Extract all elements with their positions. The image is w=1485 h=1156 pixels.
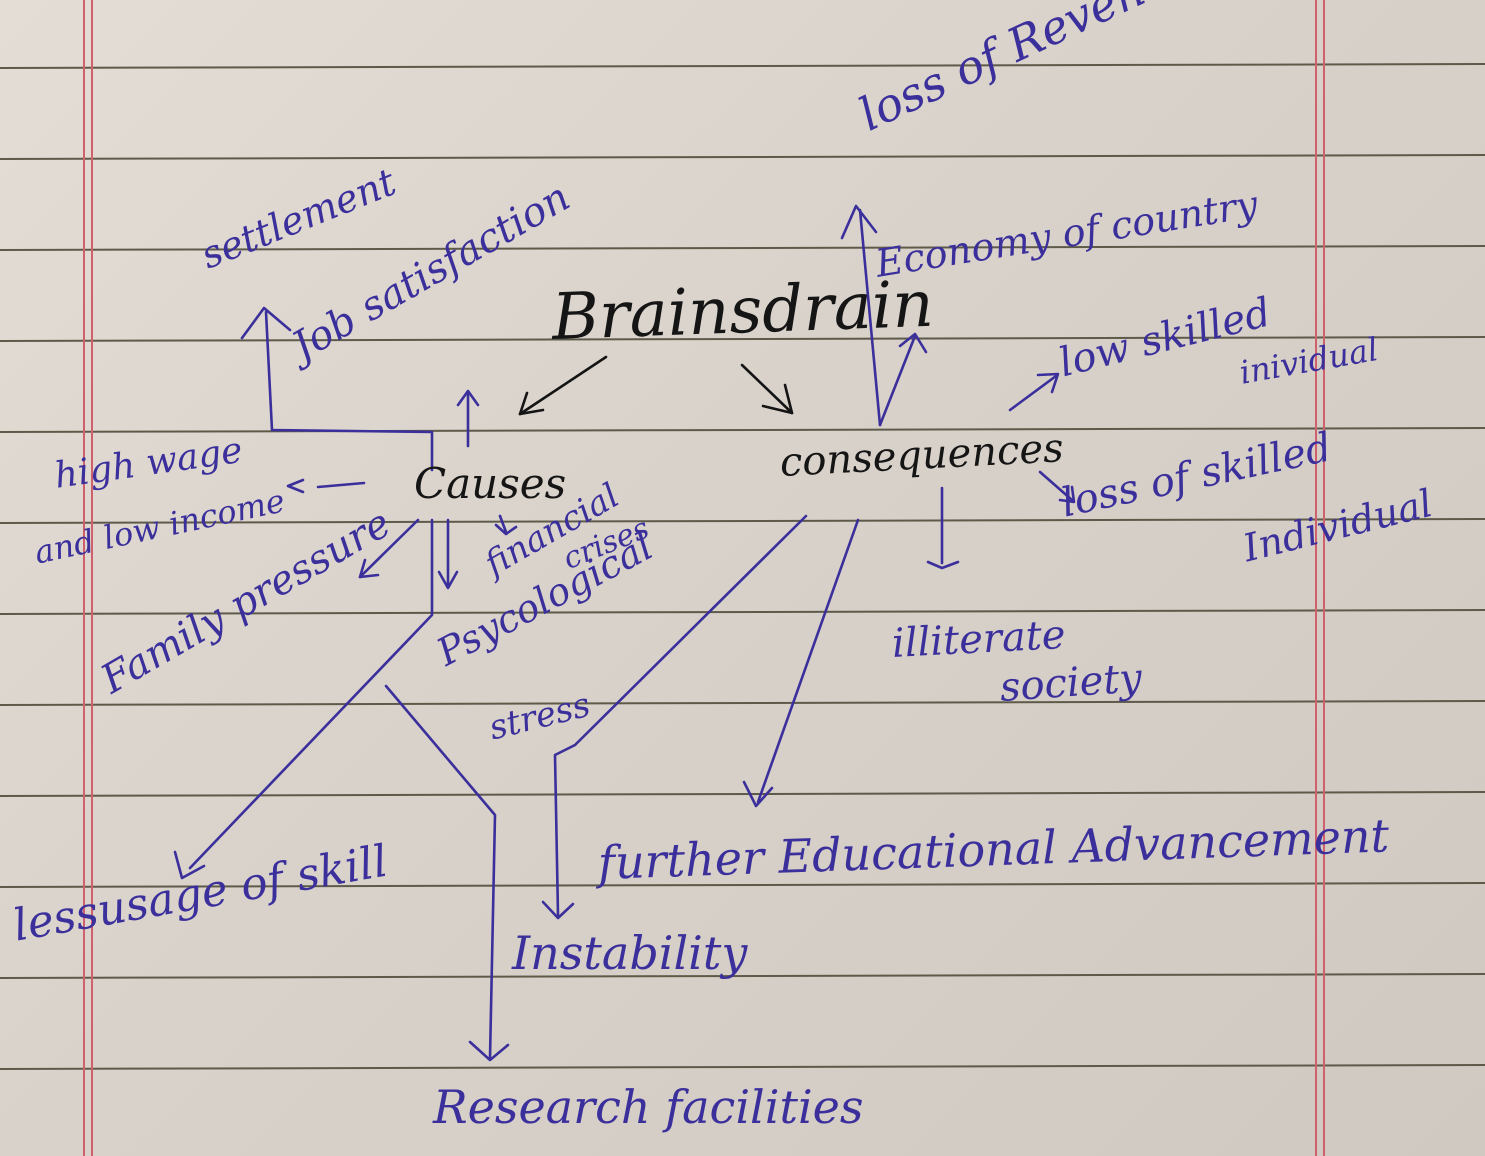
rule-line: [0, 154, 1485, 160]
rule-line: [0, 427, 1485, 433]
rule-line: [0, 245, 1485, 251]
arrow-to-illiterate: [926, 486, 960, 570]
ruled-lines: [0, 63, 1485, 1070]
arrow-causes-to-high-wage: [286, 478, 366, 494]
arrow-causes-to-family-pressure: [358, 518, 420, 579]
node-illiterate: illiterate: [890, 611, 1067, 667]
rule-line: [0, 1064, 1485, 1070]
rule-line: [0, 973, 1485, 979]
rule-line: [0, 700, 1485, 706]
arrow-causes-to-psychological: [437, 518, 459, 590]
arrow-causes-to-financial: [494, 514, 518, 536]
arrow-to-further-education: [742, 518, 860, 808]
node-center: Brainsdrain: [550, 267, 935, 355]
arrow-to-loss-skilled: [1038, 470, 1076, 504]
arrow-to-settlement: [240, 306, 434, 472]
arrow-to-research: [384, 684, 510, 1062]
margin-lines: [83, 0, 1325, 1156]
node-research: Research facilities: [433, 1080, 864, 1134]
rule-line: [0, 518, 1485, 524]
arrow-to-economy: [878, 332, 928, 427]
arrow-to-lessusage: [173, 518, 434, 880]
rule-line: [0, 609, 1485, 615]
arrow-center-to-consequences: [740, 363, 794, 415]
arrow-center-to-causes: [518, 355, 608, 416]
arrow-to-low-skilled: [1008, 372, 1060, 412]
arrow-to-instability: [541, 514, 808, 920]
arrow-to-loss-revenue: [840, 204, 882, 427]
rule-line: [0, 336, 1485, 342]
arrow-causes-to-job-satisfaction: [456, 389, 480, 448]
node-causes: Causes: [414, 459, 567, 508]
node-society: society: [998, 655, 1144, 711]
rule-line: [0, 882, 1485, 888]
node-instability: Instability: [512, 926, 748, 980]
rule-line: [0, 63, 1485, 69]
rule-line: [0, 791, 1485, 797]
